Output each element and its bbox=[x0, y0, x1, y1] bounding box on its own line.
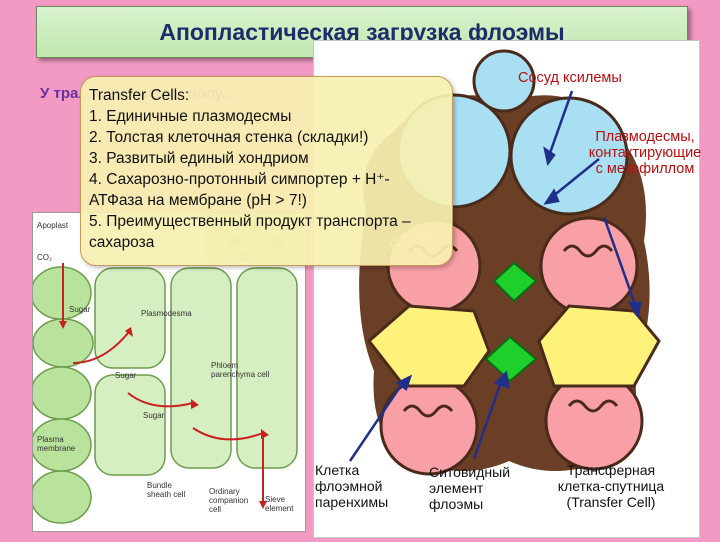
label-ordinary-companion: Ordinary companion cell bbox=[209, 487, 249, 514]
label-sieve-element: Sieve element bbox=[265, 495, 294, 513]
label-sieve-element: Ситовидный элемент флоэмы bbox=[429, 464, 511, 512]
apoplast-figure-drawing bbox=[30, 213, 305, 531]
label-plasmodesmata-mesophyll: Плазмодесмы, контактирующие с мезофиллом bbox=[588, 129, 702, 177]
label-sugar-2: Sugar bbox=[115, 371, 137, 380]
callout-item: 5. Преимущественный продукт транспорта –… bbox=[89, 213, 411, 251]
callout-list: 1. Единичные плазмодесмы 2. Толстая клет… bbox=[89, 106, 442, 253]
label-plasma-membrane: Plasma membrane bbox=[37, 435, 76, 453]
transfer-cells-callout: Transfer Cells: 1. Единичные плазмодесмы… bbox=[80, 76, 453, 266]
phloem-cross-section-drawing: stro bbox=[314, 41, 699, 537]
label-phloem-parenchyma: Phloem parenchyma cell bbox=[211, 361, 270, 379]
label-xylem-vessel: Сосуд ксилемы bbox=[518, 70, 622, 86]
label-phloem-parenchyma-cell: Клетка флоэмной паренхимы bbox=[315, 462, 389, 510]
callout-item: 3. Развитый единый хондриом bbox=[89, 150, 309, 167]
callout-item: 1. Единичные плазмодесмы bbox=[89, 108, 292, 125]
label-co2: CO₂ bbox=[37, 253, 53, 262]
callout-heading: Transfer Cells: bbox=[89, 87, 190, 104]
callout-item: 4. Сахарозно-протонный симпортер + Н⁺-АТ… bbox=[89, 171, 390, 209]
label-plasmodesma: Plasmodesma bbox=[141, 309, 192, 318]
label-sugar-1: Sugar bbox=[69, 305, 91, 314]
label-apoplast: Apoplast bbox=[37, 221, 69, 230]
label-transfer-cell: Трансферная клетка-спутница (Transfer Ce… bbox=[557, 462, 665, 510]
label-sugar-3: Sugar bbox=[143, 411, 165, 420]
callout-item: 2. Толстая клеточная стенка (складки!) bbox=[89, 129, 369, 146]
label-bundle-sheath: Bundle sheath cell bbox=[147, 481, 186, 499]
